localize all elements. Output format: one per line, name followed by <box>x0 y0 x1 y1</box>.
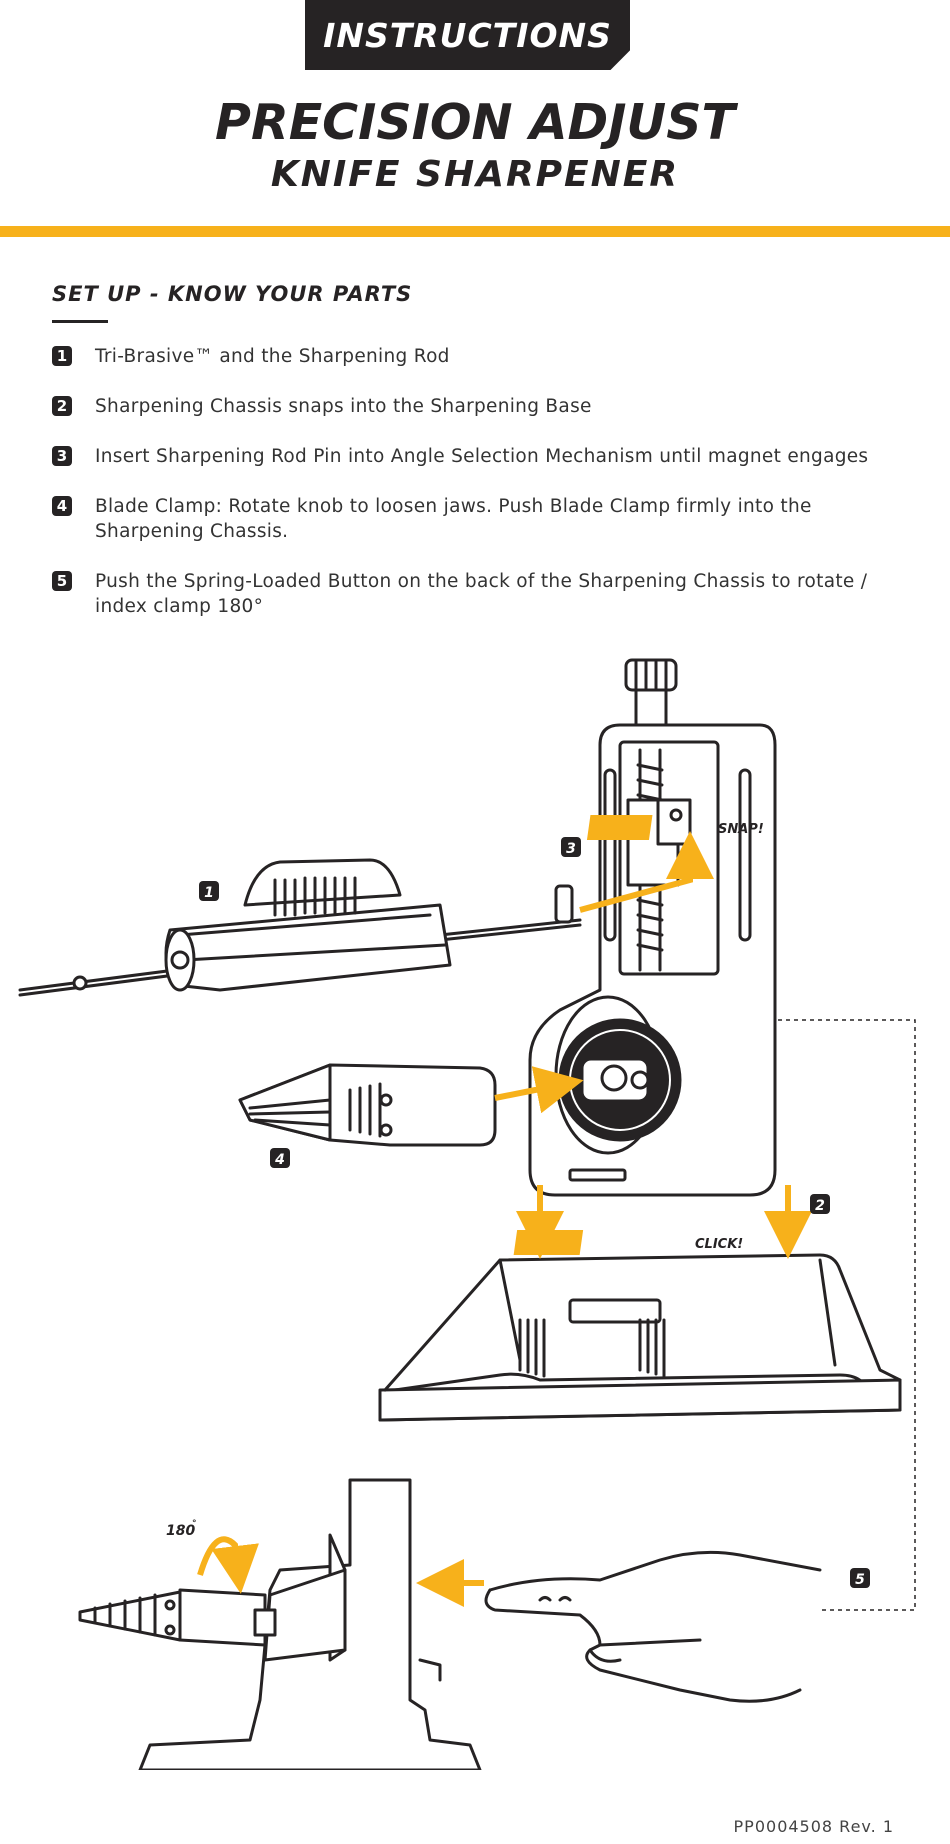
dashed-connector <box>778 1019 916 1611</box>
step-text: Insert Sharpening Rod Pin into Angle Sel… <box>95 446 869 467</box>
step-text: Sharpening Chassis snaps into the Sharpe… <box>95 396 592 417</box>
click-label: CLICK! <box>513 1230 743 1255</box>
steps-list: 1 Tri-Brasive™ and the Sharpening Rod 2 … <box>52 344 912 644</box>
hand-illustration <box>484 1550 822 1703</box>
callout-3: 3 <box>561 837 581 857</box>
blade-clamp <box>238 1063 497 1147</box>
callout-5: 5 <box>850 1568 870 1588</box>
step-number-badge: 3 <box>52 446 72 466</box>
side-view-assembly <box>78 1478 482 1770</box>
step-item: 5 Push the Spring-Loaded Button on the b… <box>52 569 912 619</box>
step-text: Push the Spring-Loaded Button on the bac… <box>95 571 868 617</box>
step-number-badge: 2 <box>52 396 72 416</box>
callout-1: 1 <box>199 881 219 901</box>
svg-text:1: 1 <box>204 885 214 901</box>
svg-text:5: 5 <box>855 1572 865 1588</box>
product-subtitle: KNIFE SHARPENER <box>270 154 680 195</box>
step-item: 2 Sharpening Chassis snaps into the Shar… <box>52 394 912 419</box>
callout-2: 2 <box>810 1194 830 1214</box>
instructions-tab: INSTRUCTIONS <box>305 0 630 70</box>
product-title: PRECISION ADJUST <box>215 94 735 151</box>
yellow-divider <box>0 226 950 237</box>
section-underline <box>52 320 108 323</box>
callout-4: 4 <box>270 1148 290 1168</box>
step-number-badge: 5 <box>52 571 72 591</box>
step-number-badge: 4 <box>52 496 72 516</box>
rotation-label: 180 <box>166 1523 195 1539</box>
tri-brasive-rod <box>18 858 582 997</box>
sharpening-base <box>378 1253 902 1422</box>
snap-label: SNAP! <box>586 815 764 840</box>
step-item: 4 Blade Clamp: Rotate knob to loosen jaw… <box>52 494 912 544</box>
assembly-arrows <box>197 831 812 1607</box>
section-heading: SET UP - KNOW YOUR PARTS <box>52 282 413 306</box>
step-text: Blade Clamp: Rotate knob to loosen jaws.… <box>95 496 812 542</box>
svg-text:4: 4 <box>274 1152 285 1168</box>
snap-text: SNAP! <box>718 822 764 837</box>
step-number-badge: 1 <box>52 346 72 366</box>
svg-text:3: 3 <box>566 841 576 857</box>
sharpener-assembly-diagram: SNAP! CLICK! 180 ° 1 2 3 4 5 <box>18 658 916 1770</box>
step-item: 1 Tri-Brasive™ and the Sharpening Rod <box>52 344 912 369</box>
step-item: 3 Insert Sharpening Rod Pin into Angle S… <box>52 444 912 469</box>
click-text: CLICK! <box>695 1237 743 1252</box>
document-code: PP0004508 Rev. 1 <box>733 1817 894 1836</box>
rotation-unit: ° <box>192 1519 197 1529</box>
step-text: Tri-Brasive™ and the Sharpening Rod <box>95 346 450 367</box>
svg-text:2: 2 <box>815 1198 825 1214</box>
